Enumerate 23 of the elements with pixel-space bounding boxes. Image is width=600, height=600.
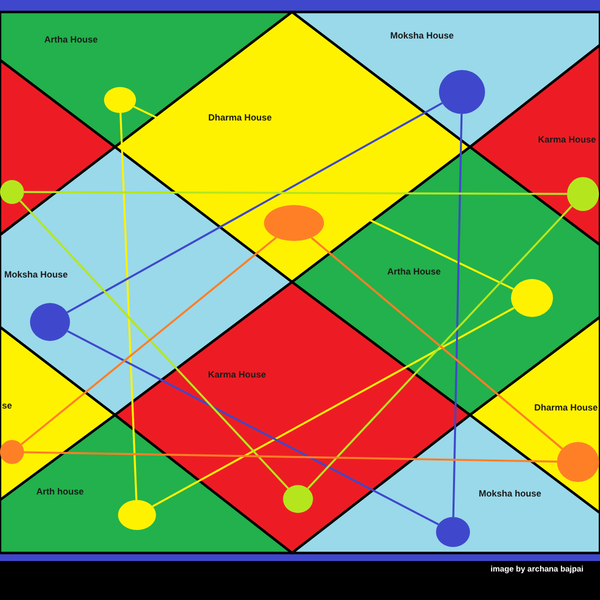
- house-label: Moksha House: [4, 270, 68, 280]
- connector-line: [24, 451, 558, 463]
- connector-line: [310, 236, 563, 450]
- connector-line: [152, 307, 514, 508]
- house-label: Karma House: [208, 370, 266, 380]
- house-label: Moksha house: [478, 488, 542, 500]
- house-label: Artha House: [387, 266, 441, 278]
- house-label: Dharma House: [534, 402, 598, 414]
- house-label: Artha House: [44, 34, 98, 46]
- connector-line: [24, 191, 567, 195]
- connector-line: [120, 112, 138, 500]
- connector-line: [19, 200, 289, 490]
- house-label: Karma House: [538, 134, 596, 146]
- connector-line: [20, 236, 277, 446]
- connector-line: [67, 330, 439, 526]
- house-label: se: [2, 400, 12, 412]
- house-label: Arth house: [36, 486, 84, 498]
- credit-text: image by archana bajpai: [490, 564, 584, 574]
- connector-line: [133, 106, 514, 290]
- house-label: Moksha House: [390, 30, 454, 42]
- house-label: Dharma House: [208, 112, 272, 124]
- connector-line: [452, 114, 463, 518]
- connector-line: [307, 205, 572, 490]
